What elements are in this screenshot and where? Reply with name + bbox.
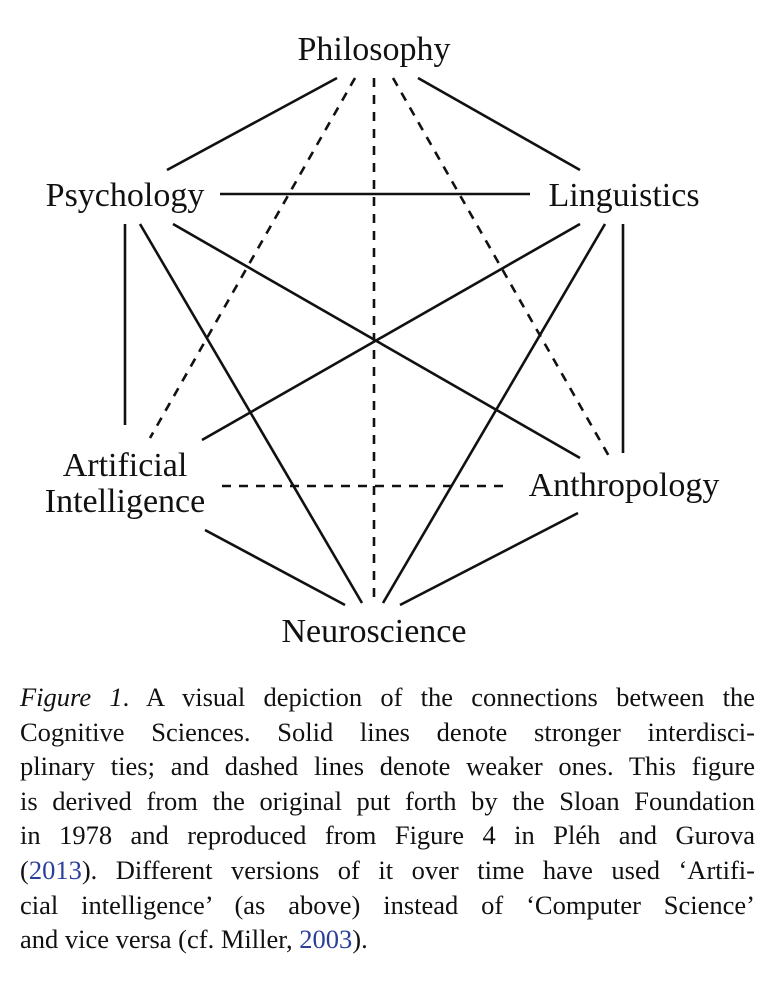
node-philosophy: Philosophy xyxy=(297,31,450,68)
caption-line: in 1978 and reproduced from Figure 4 in … xyxy=(20,820,755,851)
node-psychology: Psychology xyxy=(46,177,205,214)
citation-link-2003[interactable]: 2003 xyxy=(299,924,353,955)
edge-linguistics-neuroscience xyxy=(381,223,607,604)
edge-linguistics-ai xyxy=(201,222,581,442)
node-ai-line1: Artificial xyxy=(63,447,188,484)
edge-philosophy-linguistics xyxy=(417,76,581,172)
edge-philosophy-ai xyxy=(148,77,357,439)
edge-philosophy-psychology xyxy=(166,76,338,172)
citation-link-2013[interactable]: 2013 xyxy=(28,854,82,885)
caption-line: cial intelligence’ (as above) instead of… xyxy=(20,889,755,920)
caption-line: Figure 1. A visual depiction of the conn… xyxy=(20,682,755,712)
cognitive-science-hexagon-diagram: Philosophy Psychology Linguistics Artifi… xyxy=(45,31,720,650)
caption-line: (2013). Different versions of it over ti… xyxy=(20,854,755,885)
edge-psychology-neuroscience xyxy=(138,223,364,604)
caption-line: Cognitive Sciences. Solid lines denote s… xyxy=(20,716,755,747)
edge-philosophy-anthropology xyxy=(391,77,612,459)
caption-line: and vice versa (cf. Miller, 2003). xyxy=(20,924,368,955)
node-neuroscience: Neuroscience xyxy=(281,613,466,650)
caption-line: plinary ties; and dashed lines denote we… xyxy=(20,751,755,782)
dashed-edges xyxy=(148,77,612,605)
solid-edges xyxy=(123,76,625,607)
figure-caption: Figure 1. A visual depiction of the conn… xyxy=(20,680,755,957)
node-ai-line2: Intelligence xyxy=(45,483,205,520)
edge-anthropology-neuroscience xyxy=(399,511,579,607)
edge-ai-neuroscience xyxy=(204,528,346,607)
node-anthropology: Anthropology xyxy=(529,467,720,504)
figure-label: Figure 1 xyxy=(20,682,123,712)
caption-line: is derived from the original put forth b… xyxy=(20,785,755,816)
node-linguistics: Linguistics xyxy=(548,177,699,214)
